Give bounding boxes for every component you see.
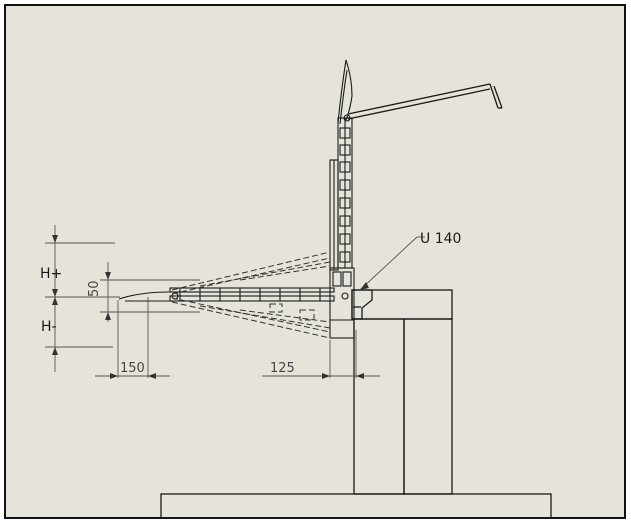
dimension-arrows bbox=[52, 235, 369, 379]
pull-handle bbox=[347, 83, 503, 120]
dim-label-h-minus: H- bbox=[41, 319, 57, 335]
dim-label-50: 50 bbox=[87, 280, 102, 297]
alternate-positions bbox=[171, 251, 331, 339]
raised-lip bbox=[329, 59, 355, 339]
callout-label-u140: U 140 bbox=[420, 231, 461, 247]
dim-label-h-plus: H+ bbox=[40, 266, 62, 282]
right-leg bbox=[403, 318, 453, 495]
dim-label-150: 150 bbox=[120, 361, 145, 376]
dim-label-125: 125 bbox=[270, 361, 295, 376]
horizontal-deck bbox=[118, 287, 349, 302]
mounting-bracket bbox=[351, 289, 373, 320]
